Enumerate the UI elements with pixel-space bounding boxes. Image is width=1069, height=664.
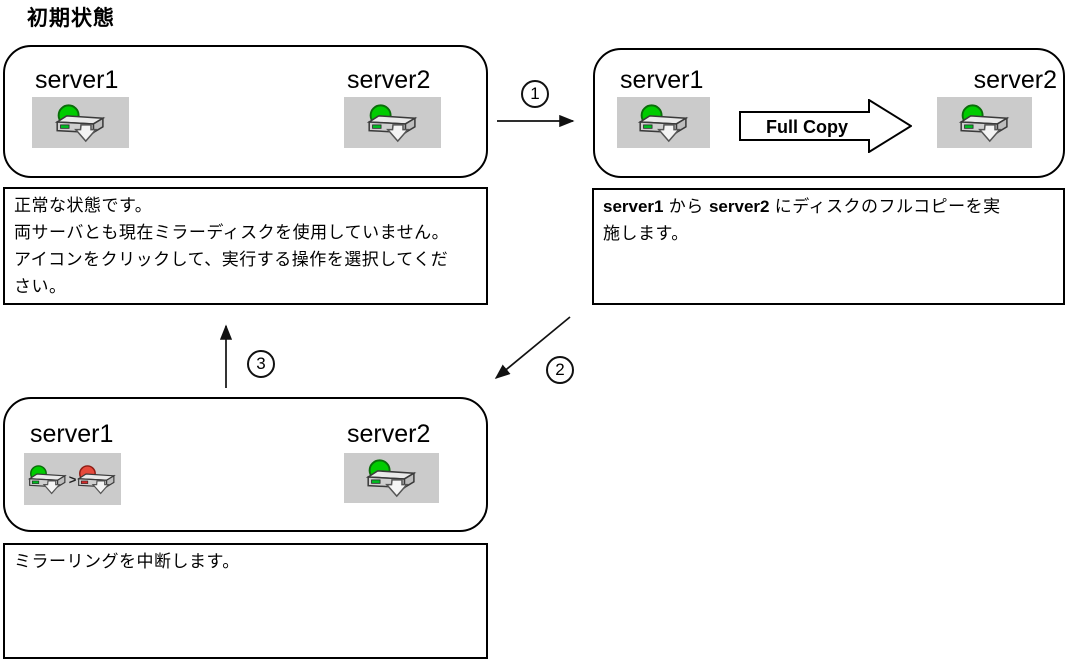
disk-led-green xyxy=(642,124,652,129)
server2-ref: server2 xyxy=(708,197,770,216)
disk-led-green xyxy=(59,124,69,129)
note-text: にディスクのフルコピーを実 xyxy=(769,197,1001,216)
server1-label: server1 xyxy=(35,66,119,94)
full-copy-arrow-shape xyxy=(739,99,912,153)
mirror-disk-icon-green xyxy=(366,103,417,142)
mirror-disk-icon-green xyxy=(637,103,688,142)
page-title: 初期状態 xyxy=(27,7,115,30)
server2-label: server2 xyxy=(973,66,1057,94)
server2-disk-button[interactable] xyxy=(344,97,441,148)
step3-number: 3 xyxy=(256,354,266,373)
disk-led-red xyxy=(81,480,89,484)
note-suspend-line: ミラーリングを中断します。 xyxy=(14,552,240,571)
full-copy-arrow-label: Full Copy xyxy=(766,117,848,137)
note-full-copy-line2: 施します。 xyxy=(603,224,689,243)
down-arrow-glyph xyxy=(91,479,110,494)
note-full-copy-line1: server1 から server2 にディスクのフルコピーを実 xyxy=(603,193,1054,220)
server1-disk-button[interactable] xyxy=(617,97,710,148)
full-copy-arrow: Full Copy xyxy=(739,99,912,153)
note-normal-line: 両サーバとも現在ミラーディスクを使用していません。 xyxy=(14,223,450,242)
arrow-step1 xyxy=(497,114,575,128)
step3-badge: 3 xyxy=(247,350,275,378)
server2-label: server2 xyxy=(347,66,431,94)
down-arrow-glyph xyxy=(977,123,1001,142)
arrow-step2 xyxy=(494,316,571,379)
down-arrow-glyph xyxy=(384,479,408,498)
note-normal-line: 正常な状態です。 xyxy=(14,196,153,215)
server1-disk-button[interactable]: > xyxy=(24,453,121,505)
down-arrow-glyph xyxy=(656,123,680,142)
step1-badge: 1 xyxy=(521,80,549,108)
server1-ref: server1 xyxy=(603,197,664,216)
mirror-direction-separator: > xyxy=(68,471,77,487)
mirror-disk-icon-red xyxy=(77,464,117,494)
note-full-copy: server1 から server2 にディスクのフルコピーを実 施します。 xyxy=(592,188,1065,305)
state-box-suspend: server1 server2 > xyxy=(3,397,488,532)
server1-label: server1 xyxy=(620,66,704,94)
disk-led-green xyxy=(371,124,381,129)
note-suspend: ミラーリングを中断します。 xyxy=(3,543,488,659)
note-normal-line: アイコンをクリックして、実行する操作を選択してくだ xyxy=(14,250,449,269)
step1-number: 1 xyxy=(530,84,540,103)
down-arrow-glyph xyxy=(73,123,97,142)
state-box-full-copy: server1 server2 Full Copy xyxy=(593,48,1065,178)
note-normal: 正常な状態です。 両サーバとも現在ミラーディスクを使用していません。 アイコンを… xyxy=(3,187,488,305)
disk-led-green xyxy=(31,480,39,484)
disk-led-green xyxy=(963,124,973,129)
step2-badge: 2 xyxy=(546,356,574,384)
mirror-disk-icon-green xyxy=(365,459,416,498)
disk-led-green xyxy=(370,479,380,484)
server2-disk-button[interactable] xyxy=(937,97,1032,148)
server1-label: server1 xyxy=(30,420,114,448)
server2-disk-button[interactable] xyxy=(344,453,439,503)
server2-label: server2 xyxy=(347,420,431,448)
note-text: から xyxy=(663,197,709,216)
arrow-step3 xyxy=(219,324,233,388)
down-arrow-glyph xyxy=(42,479,61,494)
mirror-disk-icon-green xyxy=(27,464,67,494)
step2-number: 2 xyxy=(555,360,565,379)
down-arrow-glyph xyxy=(385,123,409,142)
mirror-disk-icon-green xyxy=(958,103,1009,142)
note-normal-line: さい。 xyxy=(14,277,67,296)
server1-disk-button[interactable] xyxy=(32,97,129,148)
mirror-disk-icon-green xyxy=(54,103,105,142)
state-box-normal: server1 server2 xyxy=(3,45,488,178)
